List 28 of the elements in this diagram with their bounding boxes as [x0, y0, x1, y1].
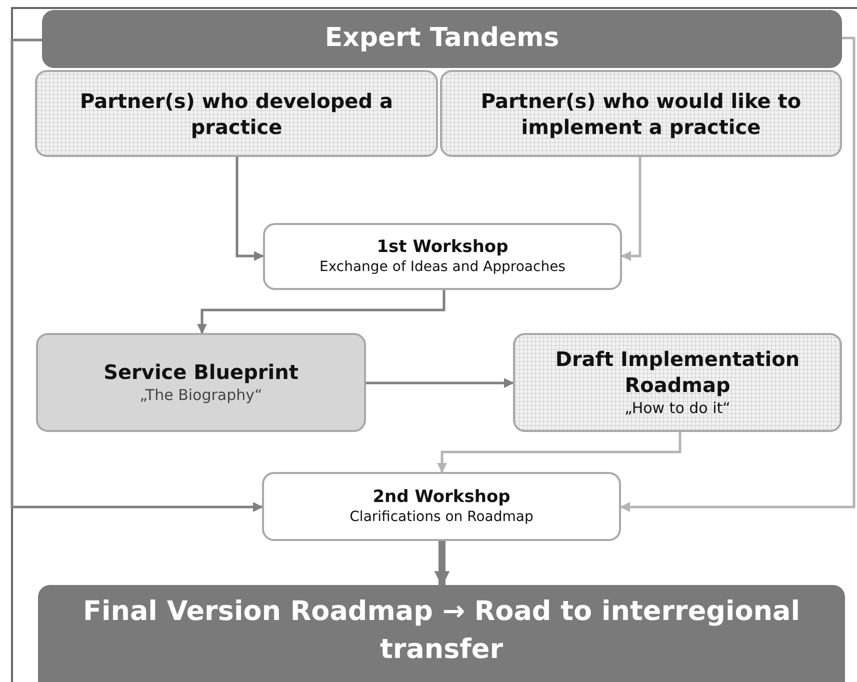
box-subtitle: „The Biography“ [140, 385, 262, 406]
process-box [36, 333, 366, 432]
box-title: Expert Tandems [324, 22, 560, 56]
header-bar [42, 10, 842, 68]
result-bar [38, 585, 845, 682]
arrow [434, 541, 450, 587]
arrow [620, 36, 856, 512]
box-subtitle: „How to do it“ [624, 398, 730, 419]
arrow [236, 157, 264, 261]
process-box [513, 333, 842, 432]
process-box [440, 70, 842, 157]
box-title: Service Blueprint [104, 359, 298, 386]
box-title: 2nd Workshop [372, 486, 510, 508]
process-box [263, 223, 622, 290]
process-box [262, 472, 621, 541]
box-title: Partner(s) who would like to implement a practice [480, 88, 802, 140]
arrow [437, 432, 682, 473]
arrow [366, 378, 514, 388]
box-title: Final Version Roadmap → Road to interregional transfer [82, 595, 801, 667]
box-title: 1st Workshop [376, 236, 508, 258]
arrow [621, 157, 642, 261]
arrow [197, 290, 446, 334]
arrow [10, 38, 263, 512]
process-box [35, 70, 438, 157]
box-title: Draft Implementation Roadmap [554, 346, 801, 398]
box-subtitle: Clarifications on Roadmap [350, 508, 534, 527]
box-subtitle: Exchange of Ideas and Approaches [320, 258, 566, 277]
box-title: Partner(s) who developed a practice [78, 88, 394, 140]
